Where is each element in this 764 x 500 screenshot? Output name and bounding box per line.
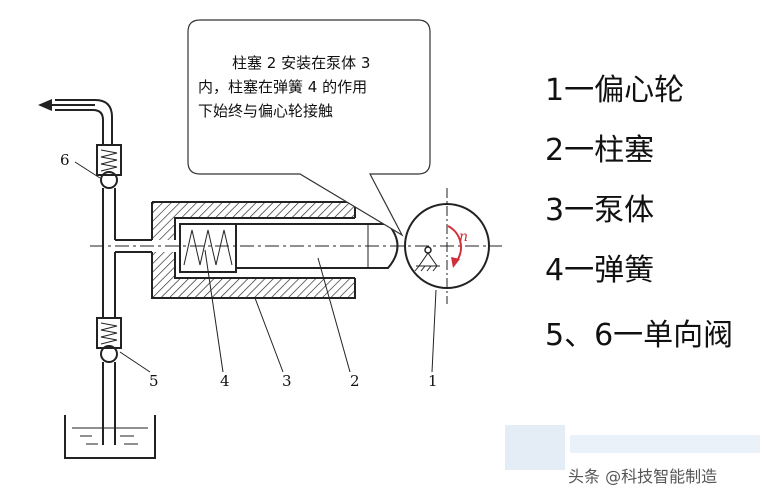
legend-item-5: 5、6一单向阀	[545, 318, 733, 353]
main-pipe	[102, 188, 152, 318]
outlet-pipe	[55, 99, 113, 145]
callout-line-2: 内，柱塞在弹簧 4 的作用	[198, 78, 367, 96]
check-valve-5	[96, 317, 122, 445]
part-label-1: 1	[428, 372, 438, 390]
outlet-arrow	[38, 99, 95, 111]
part-label-6: 6	[60, 151, 70, 169]
callout-line-1: 柱塞 2 安装在泵体 3	[232, 54, 370, 72]
eccentric-wheel-1	[404, 188, 490, 304]
leader-lines	[74, 161, 437, 373]
legend-item-1: 1一偏心轮	[545, 73, 684, 108]
rotation-arrow	[447, 225, 462, 268]
part-label-3: 3	[282, 372, 292, 390]
callout-line-3: 下始终与偏心轮接触	[198, 102, 333, 120]
part-label-4: 4	[220, 372, 230, 390]
pump-body	[151, 201, 356, 299]
oil-tank	[64, 415, 156, 459]
rotation-symbol: n	[459, 229, 468, 245]
legend-item-3: 3一泵体	[545, 193, 654, 228]
spring-4	[179, 223, 237, 273]
legend: 1一偏心轮 2一柱塞 3一泵体 4一弹簧 5、6一单向阀	[545, 73, 733, 353]
check-valve-6	[96, 144, 122, 189]
watermark-text: 头条 @科技智能制造	[568, 467, 717, 486]
legend-item-4: 4一弹簧	[545, 253, 654, 288]
legend-item-2: 2一柱塞	[545, 133, 654, 168]
callout-bubble: 柱塞 2 安装在泵体 3 内，柱塞在弹簧 4 的作用 下始终与偏心轮接触	[187, 19, 431, 237]
watermark: 头条 @科技智能制造	[505, 425, 760, 486]
part-label-2: 2	[350, 372, 360, 390]
part-label-5: 5	[149, 372, 159, 390]
